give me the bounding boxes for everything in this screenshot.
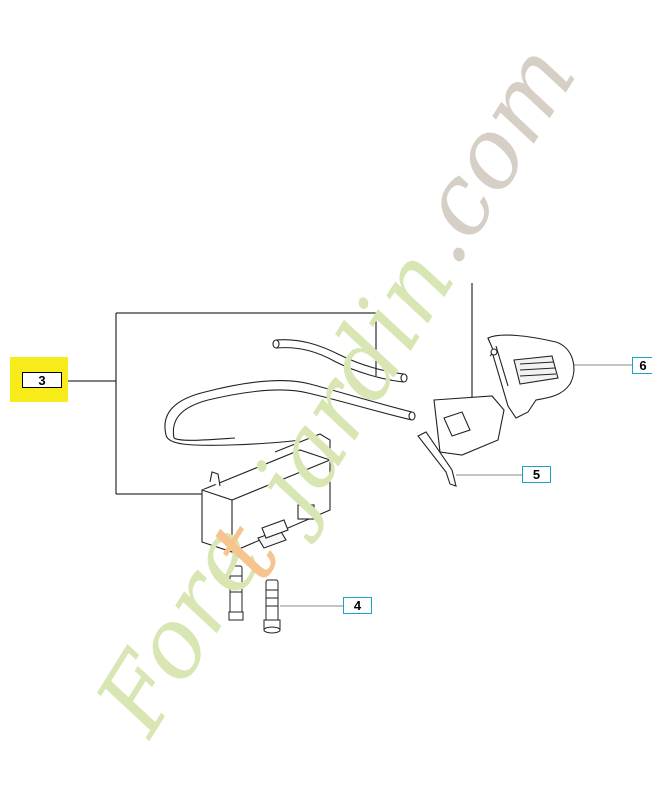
callout-5-label: 5 [532, 467, 541, 482]
callout-6-box[interactable]: 6 [632, 357, 652, 374]
cover-part [417, 395, 505, 487]
hose-part [164, 339, 416, 446]
housing-part [487, 334, 575, 419]
watermark-part-com: .com [380, 25, 599, 282]
callout-5-box[interactable]: 5 [522, 466, 551, 483]
callout-3-bracket [68, 312, 377, 495]
callout-4-box[interactable]: 4 [343, 597, 372, 614]
tank-part [201, 433, 331, 553]
callout-3-box[interactable]: 3 [22, 372, 62, 388]
callout-3-label: 3 [38, 373, 46, 388]
callout-6-label: 6 [639, 358, 647, 373]
callout-4-label: 4 [353, 598, 362, 613]
bolt-part [228, 565, 281, 634]
